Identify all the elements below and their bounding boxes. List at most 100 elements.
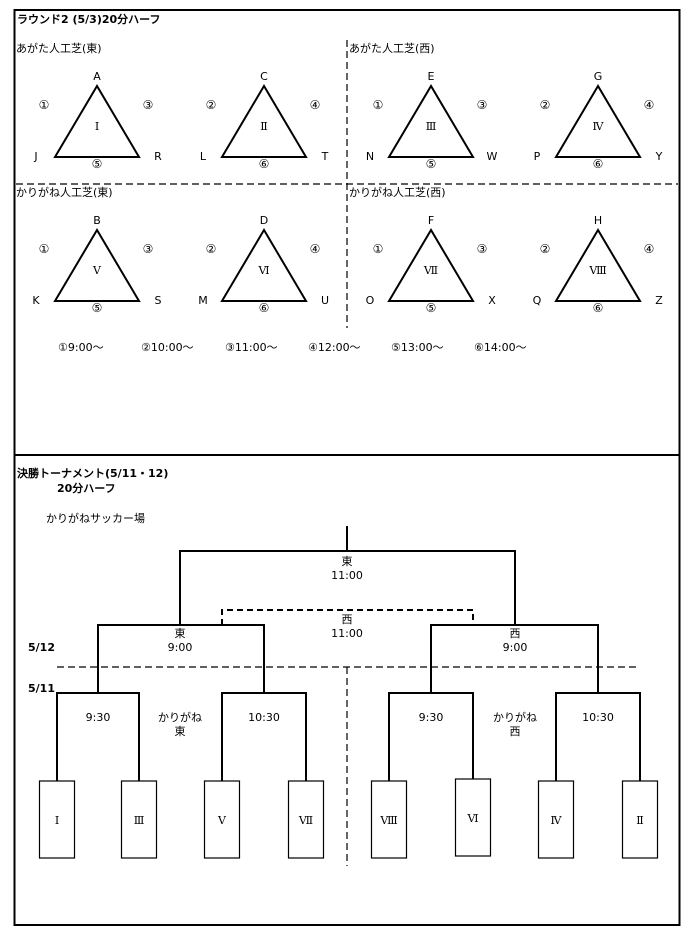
time-slot: ③11:00～ — [225, 341, 278, 354]
match-number-left: ② — [540, 98, 551, 112]
team-label-right: W — [487, 150, 498, 163]
match-number-right: ④ — [644, 98, 655, 112]
venue-label: あがた人工芝(東) — [16, 41, 102, 55]
seed-box-frame — [370, 780, 408, 859]
final-venue: かりがねサッカー場 — [46, 511, 145, 525]
team-label-left: O — [366, 294, 375, 307]
seed-box-label: Ⅴ — [217, 814, 227, 827]
group-triangle: F O X Ⅶ ① ③ ⑤ — [366, 214, 497, 315]
match-number-bottom: ⑤ — [92, 157, 103, 171]
seed-box-frame — [537, 780, 575, 859]
team-label-left: M — [198, 294, 208, 307]
team-label-left: J — [33, 150, 37, 163]
venue-label: あがた人工芝(西) — [349, 41, 435, 55]
team-label-right: U — [321, 294, 329, 307]
semi-left-time: 9:00 — [168, 641, 193, 654]
final-match-time: 11:00 — [331, 569, 363, 582]
time-slot: ④12:00～ — [308, 341, 361, 354]
qf-time: 9:30 — [86, 711, 111, 724]
team-label-left: P — [534, 150, 541, 163]
match-number-right: ③ — [477, 242, 488, 256]
match-number-bottom: ⑥ — [259, 157, 270, 171]
seed-box-label: Ⅱ — [636, 814, 643, 827]
match-number-right: ④ — [310, 98, 321, 112]
team-label-right: S — [155, 294, 162, 307]
seed-box-frame — [120, 780, 158, 859]
seed-box-frame — [454, 778, 492, 857]
match-number-left: ② — [206, 242, 217, 256]
seed-box-label: Ⅲ — [134, 814, 145, 827]
triangle-shape — [554, 228, 642, 302]
date-label-lower: 5/11 — [28, 682, 55, 695]
court-label-left: 東 — [175, 725, 186, 738]
court-label-right: 西 — [510, 725, 521, 738]
match-number-left: ① — [39, 98, 50, 112]
semi-right-time: 9:00 — [503, 641, 528, 654]
court-label-right: かりがね — [493, 710, 537, 724]
group-roman-label: Ⅱ — [260, 120, 267, 133]
venue-label: かりがね人工芝(東) — [16, 185, 113, 199]
triangle-shape — [554, 84, 642, 158]
seed-box: Ⅶ — [287, 780, 325, 859]
match-number-bottom: ⑥ — [259, 301, 270, 315]
team-label-top: A — [93, 70, 101, 83]
group-triangle: A J R Ⅰ ① ③ ⑤ — [33, 70, 162, 171]
match-number-right: ③ — [143, 242, 154, 256]
team-label-top: G — [594, 70, 603, 83]
team-label-top: H — [594, 214, 602, 227]
qf-time: 10:30 — [248, 711, 280, 724]
match-number-left: ① — [373, 242, 384, 256]
time-slot: ①9:00～ — [58, 341, 104, 354]
team-label-left: L — [200, 150, 207, 163]
round2-title: ラウンド2 (5/3)20分ハーフ — [17, 12, 161, 26]
match-number-bottom: ⑥ — [593, 301, 604, 315]
final-match-label: 東 — [342, 555, 353, 568]
group-roman-label: Ⅰ — [95, 120, 99, 133]
team-label-top: C — [260, 70, 268, 83]
qf-time: 9:30 — [419, 711, 444, 724]
time-slot: ②10:00～ — [141, 341, 194, 354]
seed-box: Ⅷ — [370, 780, 408, 859]
match-number-right: ③ — [477, 98, 488, 112]
team-label-top: B — [93, 214, 101, 227]
group-roman-label: Ⅵ — [257, 264, 269, 277]
team-label-right: Z — [655, 294, 663, 307]
group-roman-label: Ⅲ — [426, 120, 437, 133]
match-number-left: ② — [206, 98, 217, 112]
triangle-shape — [387, 84, 475, 158]
team-label-right: T — [321, 150, 329, 163]
third-place-bracket — [221, 609, 474, 625]
team-label-top: F — [428, 214, 434, 227]
seed-box: Ⅴ — [203, 780, 241, 859]
triangle-shape — [53, 84, 141, 158]
final-frame — [13, 454, 681, 926]
seed-box-label: Ⅰ — [55, 814, 59, 827]
semi-left-label: 東 — [175, 627, 186, 640]
seed-box: Ⅰ — [38, 780, 76, 859]
match-number-right: ③ — [143, 98, 154, 112]
match-number-left: ① — [373, 98, 384, 112]
match-number-left: ① — [39, 242, 50, 256]
triangle-shape — [220, 84, 308, 158]
seed-box-frame — [38, 780, 76, 859]
seed-box: Ⅳ — [537, 780, 575, 859]
match-number-bottom: ⑤ — [426, 157, 437, 171]
group-roman-label: Ⅶ — [423, 264, 438, 277]
team-label-right: R — [154, 150, 162, 163]
match-number-bottom: ⑤ — [426, 301, 437, 315]
venue-label: かりがね人工芝(西) — [349, 185, 446, 199]
group-roman-label: Ⅳ — [593, 120, 605, 133]
seed-box: Ⅱ — [621, 780, 659, 859]
team-label-right: X — [488, 294, 496, 307]
seed-box-label: Ⅶ — [298, 814, 313, 827]
bracket — [56, 526, 641, 781]
match-number-bottom: ⑥ — [593, 157, 604, 171]
date-label-upper: 5/12 — [28, 641, 55, 654]
seed-box-frame — [287, 780, 325, 859]
triangle-shape — [53, 228, 141, 302]
